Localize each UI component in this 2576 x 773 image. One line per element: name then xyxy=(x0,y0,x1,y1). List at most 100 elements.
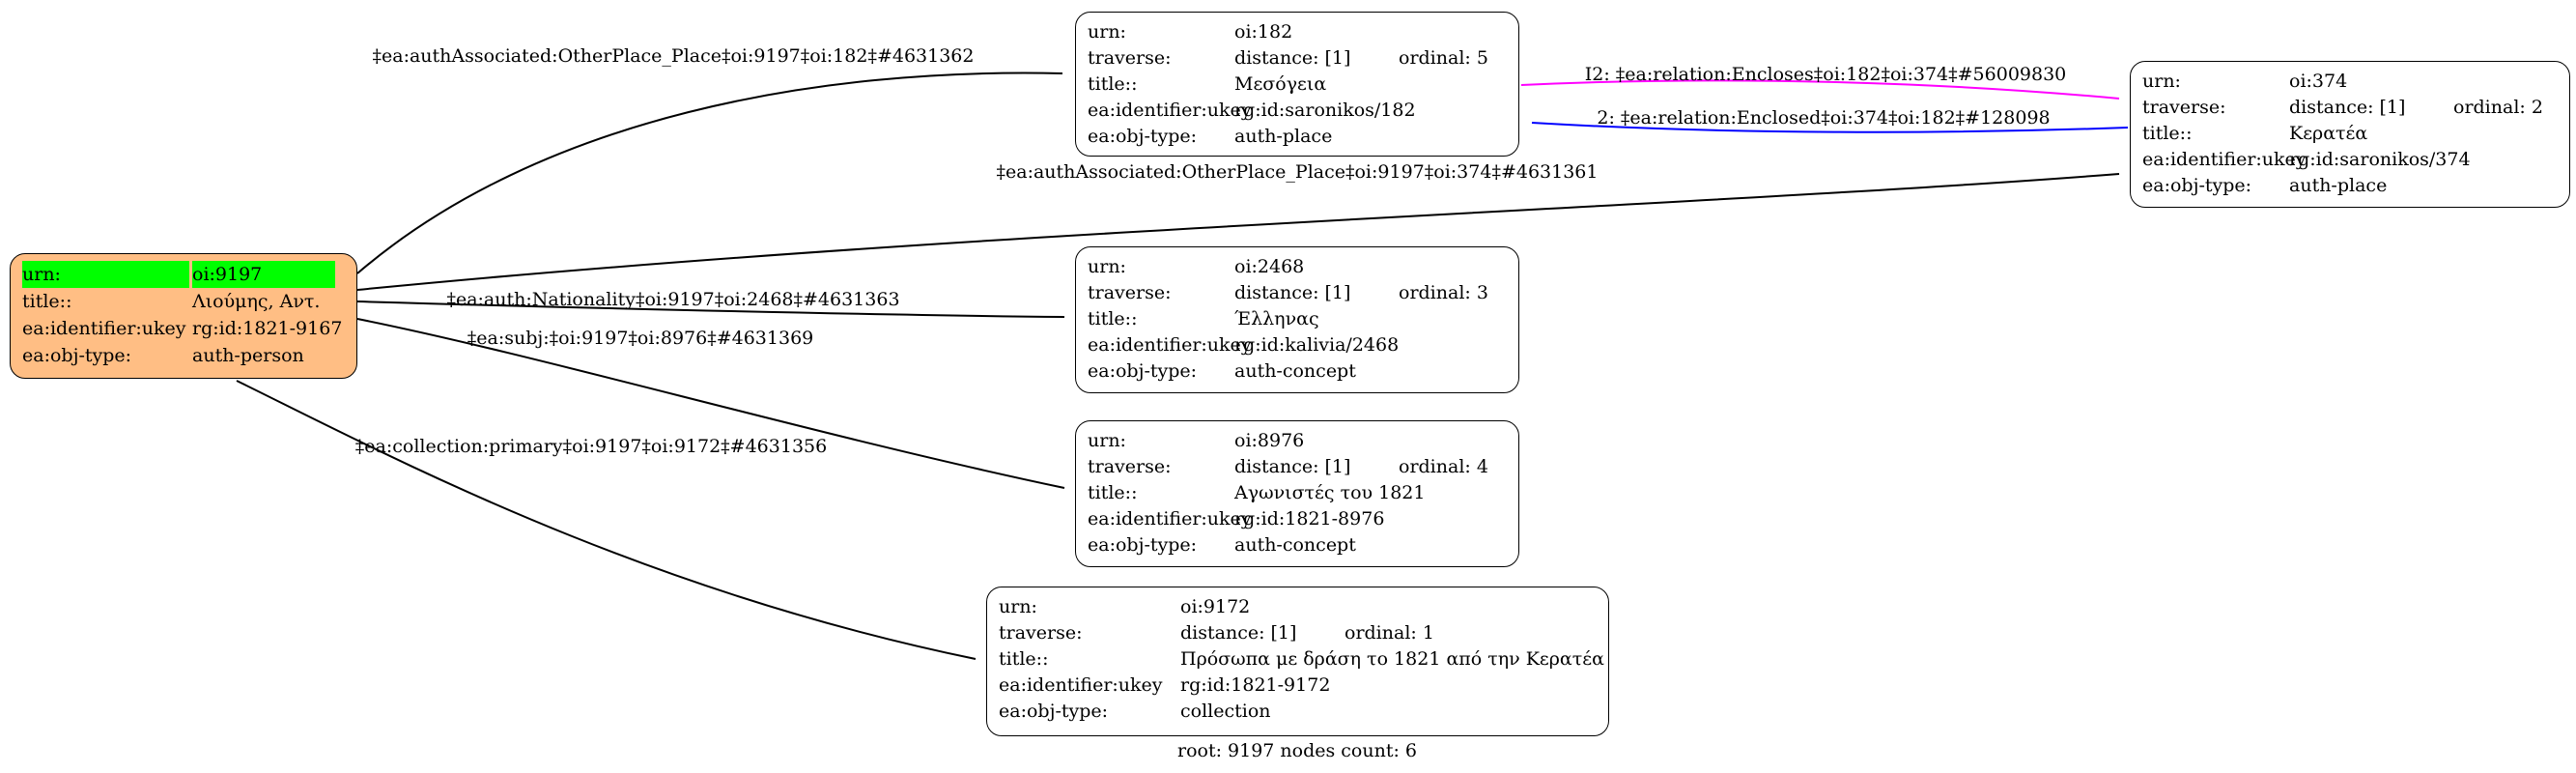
field-label-urn: urn: xyxy=(22,261,189,288)
field-label-ukey: ea:identifier:ukey xyxy=(1088,508,1252,530)
field-label-traverse: traverse: xyxy=(2142,97,2226,118)
field-label-title: title:: xyxy=(2142,123,2193,144)
field-label-title: title:: xyxy=(1088,482,1138,503)
field-value-objtype: auth-place xyxy=(2289,175,2388,196)
field-value-ukey: rg:id:saronikos/374 xyxy=(2289,149,2471,170)
field-value-objtype: auth-person xyxy=(192,345,304,366)
field-value-objtype: auth-place xyxy=(1234,126,1333,147)
field-label-traverse: traverse: xyxy=(1088,47,1172,69)
edge-label-relation-encloses: I2: ‡ea:relation:Encloses‡oi:182‡oi:374‡… xyxy=(1584,64,2067,85)
field-value-urn: oi:182 xyxy=(1234,21,1293,43)
field-label-title: title:: xyxy=(999,648,1049,670)
field-label-objtype: ea:obj-type: xyxy=(1088,126,1198,147)
field-value-ukey: rg:id:1821-9167 xyxy=(192,318,343,339)
field-value-urn: oi:8976 xyxy=(1234,430,1305,451)
edge-label-auth-place-374: ‡ea:authAssociated:OtherPlace_Place‡oi:9… xyxy=(996,161,1599,183)
field-value-distance: distance: [1] xyxy=(1234,282,1351,303)
field-value-objtype: auth-concept xyxy=(1234,534,1356,556)
node-row-urn: urn: oi:2468 xyxy=(1088,254,1507,280)
edge-collection-primary xyxy=(236,380,977,660)
edge-nationality xyxy=(356,301,1065,318)
field-label-urn: urn: xyxy=(999,596,1037,617)
field-value-title: Πρόσωπα με δράση το 1821 από την Κερατέα xyxy=(1180,648,1604,670)
field-value-ukey: rg:id:saronikos/182 xyxy=(1234,100,1416,121)
field-label-objtype: ea:obj-type: xyxy=(1088,534,1198,556)
node-concept-2468: urn: oi:2468 traverse: distance: [1] ord… xyxy=(1075,246,1519,393)
edge-label-collection-primary: ‡ea:collection:primary‡oi:9197‡oi:9172‡#… xyxy=(354,436,828,457)
field-label-objtype: ea:obj-type: xyxy=(1088,360,1198,382)
node-row-urn: urn: oi:9172 xyxy=(999,594,1597,620)
node-row-traverse: traverse: distance: [1] ordinal: 1 xyxy=(999,620,1597,646)
field-value-ordinal: ordinal: 3 xyxy=(1399,282,1488,303)
node-row-traverse: traverse: distance: [1] ordinal: 4 xyxy=(1088,454,1507,480)
field-label-urn: urn: xyxy=(1088,430,1126,451)
field-value-title: Μεσόγεια xyxy=(1234,73,1327,95)
field-value-ukey: rg:id:kalivia/2468 xyxy=(1234,334,1400,356)
field-label-objtype: ea:obj-type: xyxy=(22,345,132,366)
field-label-title: title:: xyxy=(1088,73,1138,95)
edge-label-nationality: ‡ea:auth:Nationality‡oi:9197‡oi:2468‡#46… xyxy=(446,289,900,310)
field-value-ordinal: ordinal: 4 xyxy=(1399,456,1488,477)
node-row-urn: urn: oi:8976 xyxy=(1088,428,1507,454)
node-row-objtype: ea:obj-type: auth-place xyxy=(2142,173,2558,199)
node-collection-9172: urn: oi:9172 traverse: distance: [1] ord… xyxy=(986,587,1609,736)
node-row-title: title:: Αγωνιστές του 1821 xyxy=(1088,480,1507,506)
field-label-traverse: traverse: xyxy=(1088,282,1172,303)
field-label-objtype: ea:obj-type: xyxy=(999,701,1109,722)
field-value-ordinal: ordinal: 1 xyxy=(1345,622,1434,644)
node-row-ukey: ea:identifier:ukey rg:id:1821-8976 xyxy=(1088,506,1507,532)
node-row-ukey: ea:identifier:ukey rg:id:1821-9167 xyxy=(22,315,345,342)
field-label-traverse: traverse: xyxy=(1088,456,1172,477)
node-row-objtype: ea:obj-type: collection xyxy=(999,699,1597,725)
field-value-objtype: auth-concept xyxy=(1234,360,1356,382)
field-value-distance: distance: [1] xyxy=(1234,456,1351,477)
node-row-title: title:: Κερατέα xyxy=(2142,121,2558,147)
field-value-ordinal: ordinal: 5 xyxy=(1399,47,1488,69)
field-label-ukey: ea:identifier:ukey xyxy=(1088,100,1252,121)
node-row-title: title:: Λιούμης, Αντ. xyxy=(22,288,345,315)
field-value-distance: distance: [1] xyxy=(1234,47,1351,69)
edge-relation-enclosed xyxy=(1531,122,2129,133)
node-place-374: urn: oi:374 traverse: distance: [1] ordi… xyxy=(2130,61,2570,208)
field-label-objtype: ea:obj-type: xyxy=(2142,175,2252,196)
node-row-objtype: ea:obj-type: auth-person xyxy=(22,342,345,369)
field-value-title: Αγωνιστές του 1821 xyxy=(1234,482,1426,503)
node-row-title: title:: Πρόσωπα με δράση το 1821 από την… xyxy=(999,646,1604,673)
field-value-ukey: rg:id:1821-8976 xyxy=(1234,508,1385,530)
field-label-urn: urn: xyxy=(2142,71,2181,92)
graph-footer: root: 9197 nodes count: 6 xyxy=(1176,740,1418,761)
edge-label-subj: ‡ea:subj:‡oi:9197‡oi:8976‡#4631369 xyxy=(467,328,814,349)
node-row-ukey: ea:identifier:ukey rg:id:saronikos/182 xyxy=(1088,98,1507,124)
node-place-182: urn: oi:182 traverse: distance: [1] ordi… xyxy=(1075,12,1519,157)
field-value-title: Λιούμης, Αντ. xyxy=(192,291,321,312)
field-label-traverse: traverse: xyxy=(999,622,1083,644)
field-value-urn: oi:9172 xyxy=(1180,596,1251,617)
node-row-ukey: ea:identifier:ukey rg:id:kalivia/2468 xyxy=(1088,332,1507,358)
field-value-distance: distance: [1] xyxy=(1180,622,1297,644)
node-row-objtype: ea:obj-type: auth-concept xyxy=(1088,532,1507,558)
field-value-ukey: rg:id:1821-9172 xyxy=(1180,674,1331,696)
node-row-traverse: traverse: distance: [1] ordinal: 2 xyxy=(2142,95,2558,121)
node-row-traverse: traverse: distance: [1] ordinal: 3 xyxy=(1088,280,1507,306)
node-row-urn: urn: oi:9197 xyxy=(22,261,345,288)
node-person-9197: urn: oi:9197 title:: Λιούμης, Αντ. ea:id… xyxy=(10,253,357,379)
edge-relation-encloses xyxy=(1520,79,2120,100)
field-value-ordinal: ordinal: 2 xyxy=(2453,97,2543,118)
field-value-distance: distance: [1] xyxy=(2289,97,2406,118)
field-label-title: title:: xyxy=(1088,308,1138,329)
field-label-urn: urn: xyxy=(1088,256,1126,277)
field-value-objtype: collection xyxy=(1180,701,1271,722)
field-value-urn: oi:2468 xyxy=(1234,256,1305,277)
node-row-urn: urn: oi:374 xyxy=(2142,69,2558,95)
field-value-urn: oi:374 xyxy=(2289,71,2348,92)
field-label-ukey: ea:identifier:ukey xyxy=(22,318,186,339)
field-label-ukey: ea:identifier:ukey xyxy=(999,674,1163,696)
node-row-objtype: ea:obj-type: auth-place xyxy=(1088,124,1507,150)
field-value-title: Κερατέα xyxy=(2289,123,2368,144)
field-label-urn: urn: xyxy=(1088,21,1126,43)
field-label-ukey: ea:identifier:ukey xyxy=(2142,149,2307,170)
edge-auth-place-374 xyxy=(356,173,2120,291)
edge-label-relation-enclosed: 2: ‡ea:relation:Enclosed‡oi:374‡oi:182‡#… xyxy=(1597,107,2051,129)
field-label-ukey: ea:identifier:ukey xyxy=(1088,334,1252,356)
